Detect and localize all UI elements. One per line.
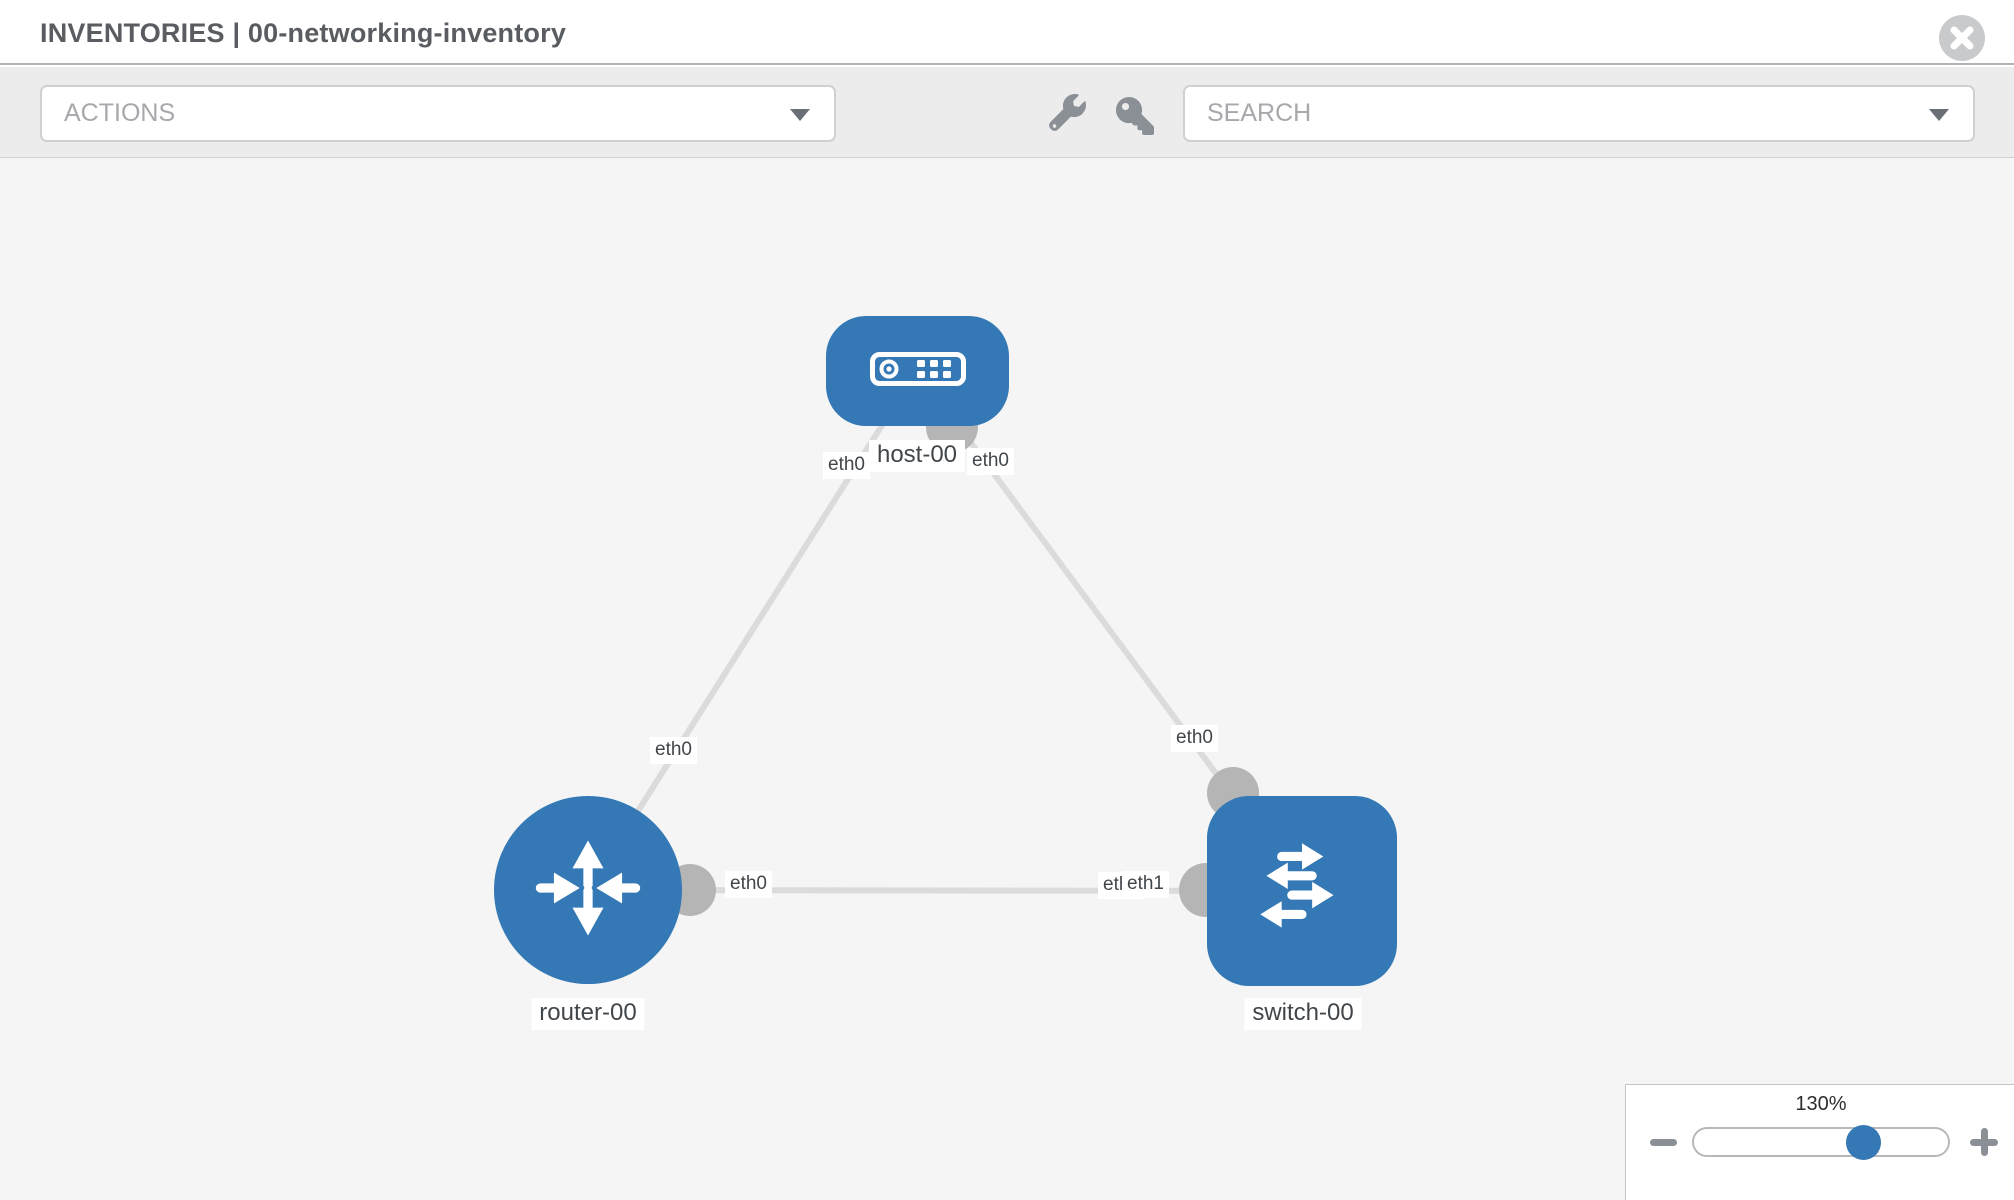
zoom-out-icon[interactable] [1650,1139,1677,1146]
node-router-00[interactable] [494,796,682,984]
zoom-level-value: 130% [1795,1093,1847,1115]
chevron-down-icon [1929,108,1949,121]
if-label-router-to-host: eth0 [650,737,697,764]
zoom-in-icon[interactable] [1970,1128,1998,1156]
router-icon [526,826,650,955]
if-label-host-to-router: eth0 [823,452,870,479]
toolbar: ACTIONS SEARCH [0,67,2014,158]
links-layer [585,368,1306,917]
page-title: INVENTORIES | 00-networking-inventory [40,18,567,48]
switch-icon [1241,828,1363,955]
topology-canvas[interactable]: host-00 router-00 switch-00 eth0 eth0 et… [0,158,2014,1200]
wrench-icon[interactable] [1048,93,1087,132]
node-label-switch: switch-00 [1244,998,1362,1030]
if-label-switch-to-router: eth1 [1122,871,1169,898]
close-button[interactable] [1939,15,1985,61]
zoom-control-panel: 130% [1625,1084,2014,1200]
search-dropdown-label: SEARCH [1207,99,1312,127]
header-bar: INVENTORIES | 00-networking-inventory [0,0,2014,65]
if-label-host-to-switch: eth0 [967,448,1014,475]
node-label-host: host-00 [868,440,966,472]
search-dropdown[interactable]: SEARCH [1183,85,1975,142]
chevron-down-icon [790,108,810,121]
zoom-slider-thumb[interactable] [1846,1125,1881,1160]
key-icon[interactable] [1116,97,1154,135]
node-label-router: router-00 [531,998,645,1030]
actions-dropdown[interactable]: ACTIONS [40,85,836,142]
node-switch-00[interactable] [1207,796,1397,986]
if-label-router-to-switch: eth0 [725,871,772,898]
host-icon [869,351,966,391]
actions-dropdown-label: ACTIONS [64,99,176,127]
if-label-switch-to-host: eth0 [1171,725,1218,752]
zoom-slider-track[interactable] [1692,1127,1950,1157]
node-host-00[interactable] [826,316,1009,426]
